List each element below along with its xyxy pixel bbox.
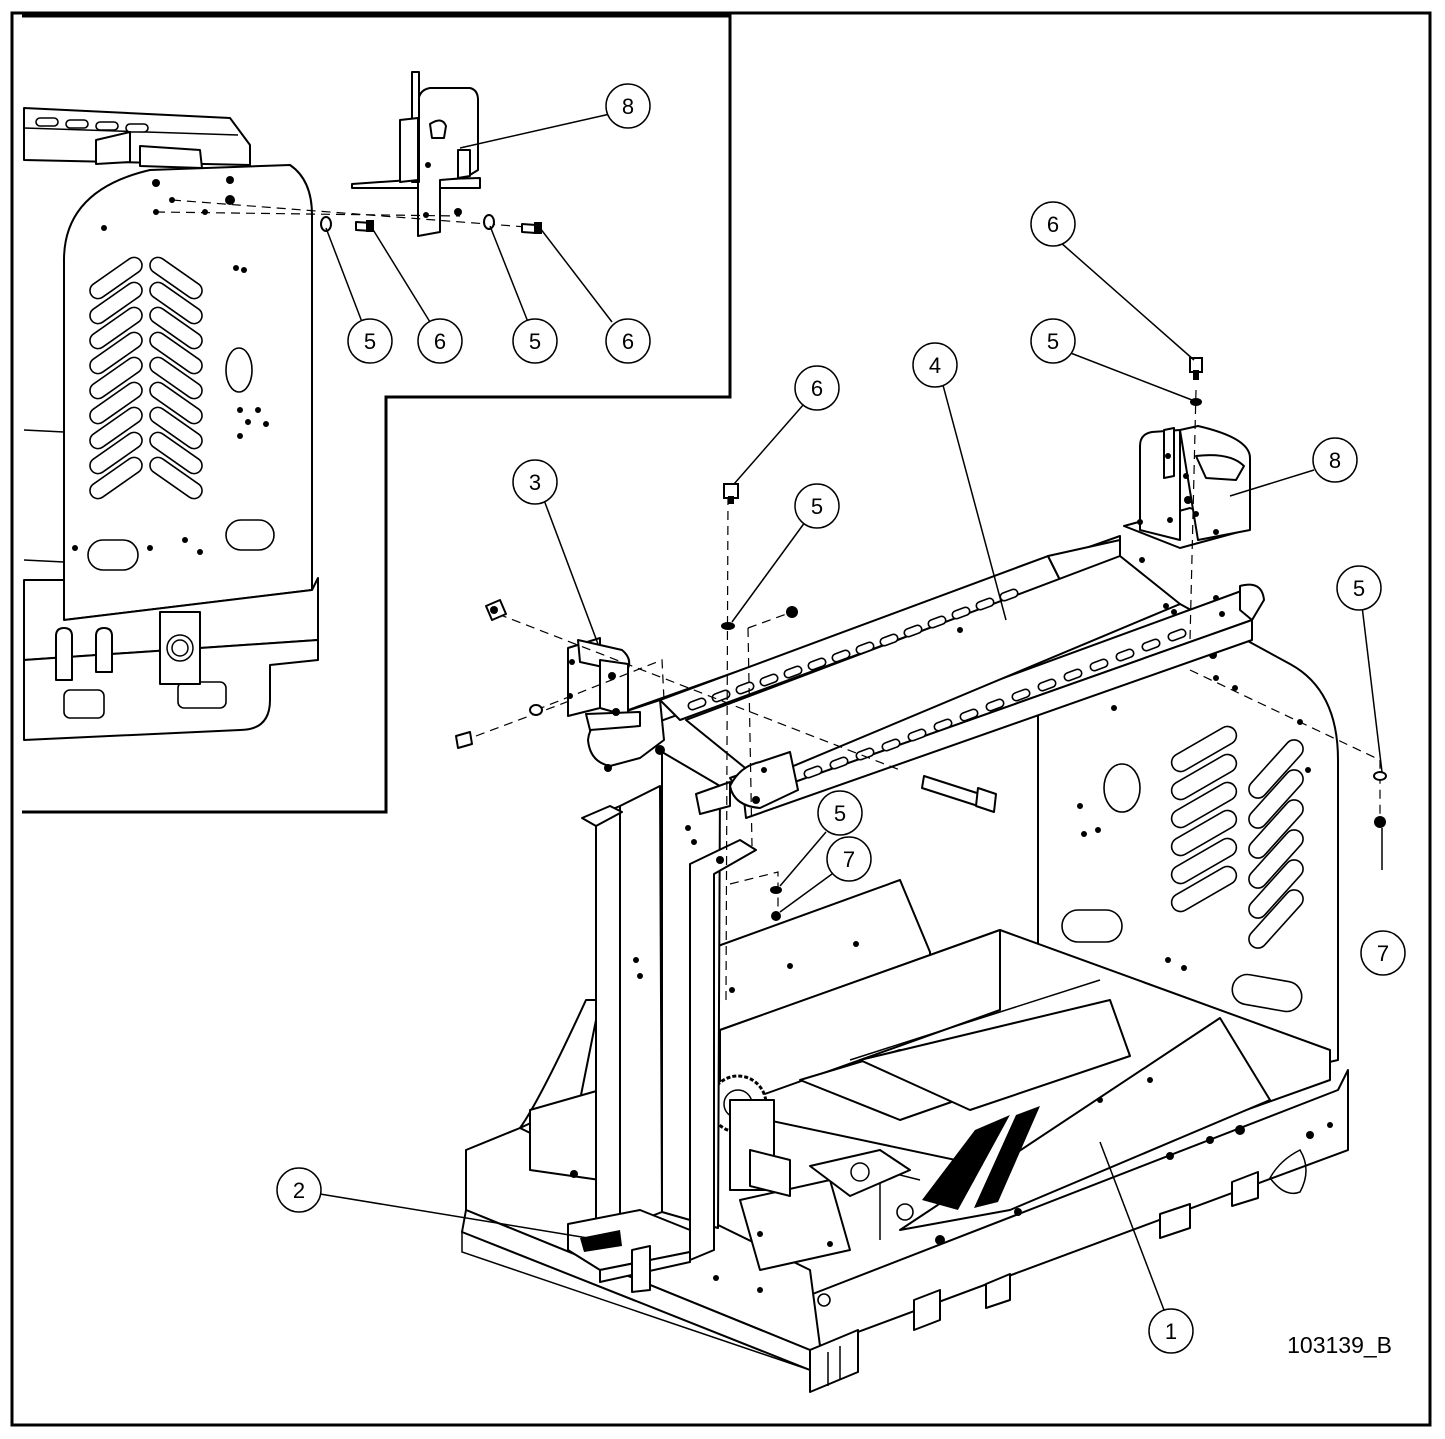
balloon-label: 6 [1047, 212, 1059, 237]
balloon-main-7-right: 7 [1360, 930, 1406, 976]
balloon-main-4: 4 [912, 342, 958, 388]
hinge-bracket [567, 637, 641, 731]
balloon-inset-8: 8 [605, 83, 651, 129]
base-frame [461, 603, 1349, 1393]
balloon-inset-5b: 5 [512, 318, 558, 364]
inset-louver-vents [89, 256, 203, 500]
item-balloons: 8 5 6 5 6 6 5 4 [276, 83, 1406, 1354]
balloon-main-7-middle: 7 [826, 836, 872, 882]
balloon-main-5-left: 5 [794, 483, 840, 529]
balloon-label: 6 [622, 329, 634, 354]
top-rail-assembly [587, 535, 1265, 819]
balloon-label: 4 [929, 353, 941, 378]
leader-lines [319, 113, 1383, 1311]
balloon-label: 7 [1377, 941, 1389, 966]
balloon-label: 5 [834, 801, 846, 826]
balloon-main-3: 3 [512, 459, 558, 505]
latch-bracket [1123, 425, 1251, 549]
balloon-label: 5 [364, 329, 376, 354]
balloon-label: 8 [1329, 448, 1341, 473]
inset-detail-view [22, 14, 732, 814]
ramp-grip-pattern [922, 1106, 1040, 1210]
balloon-main-6-top: 6 [1030, 201, 1076, 247]
jack-post [567, 751, 757, 1293]
balloon-label: 7 [843, 847, 855, 872]
inset-top-rail [23, 107, 251, 166]
balloon-label: 2 [293, 1178, 305, 1203]
balloon-label: 5 [811, 494, 823, 519]
drawing-border [10, 11, 1432, 1427]
balloon-label: 6 [434, 329, 446, 354]
balloon-label: 5 [1047, 329, 1059, 354]
hinge-bolt [921, 775, 997, 813]
front-rail-slots [803, 628, 1187, 779]
balloon-main-5-middle: 5 [817, 790, 863, 836]
balloon-main-2: 2 [276, 1167, 322, 1213]
balloon-inset-6b: 6 [605, 318, 651, 364]
balloon-inset-5a: 5 [347, 318, 393, 364]
inset-latch-bracket [351, 71, 481, 237]
balloon-inset-6a: 6 [417, 318, 463, 364]
main-assembly-view [319, 113, 1387, 1393]
balloon-label: 8 [622, 94, 634, 119]
balloon-main-6-left: 6 [794, 365, 840, 411]
inset-hardware [320, 214, 542, 234]
balloon-label: 3 [529, 470, 541, 495]
hardware [455, 357, 1387, 921]
inset-frame [22, 14, 732, 814]
balloon-label: 5 [1353, 576, 1365, 601]
right-louver-vents [1170, 725, 1304, 949]
balloon-label: 5 [529, 329, 541, 354]
balloon-label: 1 [1165, 1319, 1177, 1344]
balloon-main-1: 1 [1148, 1308, 1194, 1354]
balloon-label: 6 [811, 376, 823, 401]
balloon-main-5-top: 5 [1030, 318, 1076, 364]
balloon-main-5-right: 5 [1336, 565, 1382, 611]
balloon-main-8: 8 [1312, 437, 1358, 483]
drawing-number: 103139_B [1287, 1332, 1392, 1358]
back-rail-slots [687, 588, 1019, 711]
